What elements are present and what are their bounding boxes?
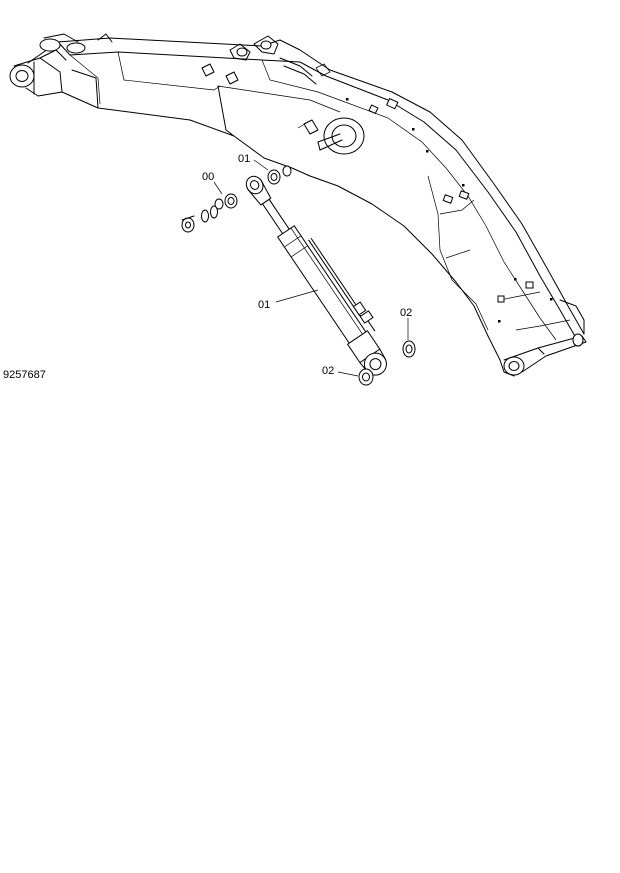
bushing-01-right <box>267 165 292 185</box>
boom-cylinder <box>245 175 387 376</box>
bushing-02-right <box>402 340 416 358</box>
boom-top-brackets <box>201 35 331 85</box>
pin-lock-assembly <box>181 205 218 233</box>
callout-01-left: 00 <box>202 171 214 183</box>
boom-foot-pin <box>9 33 113 97</box>
drawing-number: 9257687 <box>3 369 46 381</box>
boom-cylinder-mount <box>297 117 365 155</box>
boom-assembly <box>9 33 587 377</box>
boom-plates <box>346 97 553 323</box>
callout-00: 01 <box>258 299 270 311</box>
leader-lines <box>213 159 409 377</box>
bushing-02-lower <box>358 368 374 386</box>
callout-02-right: 02 <box>400 307 412 319</box>
callout-02-lower: 02 <box>322 365 334 377</box>
boom-tip-pin <box>499 299 587 377</box>
callout-01-right: 01 <box>238 153 250 165</box>
bushing-01-left <box>214 193 238 210</box>
